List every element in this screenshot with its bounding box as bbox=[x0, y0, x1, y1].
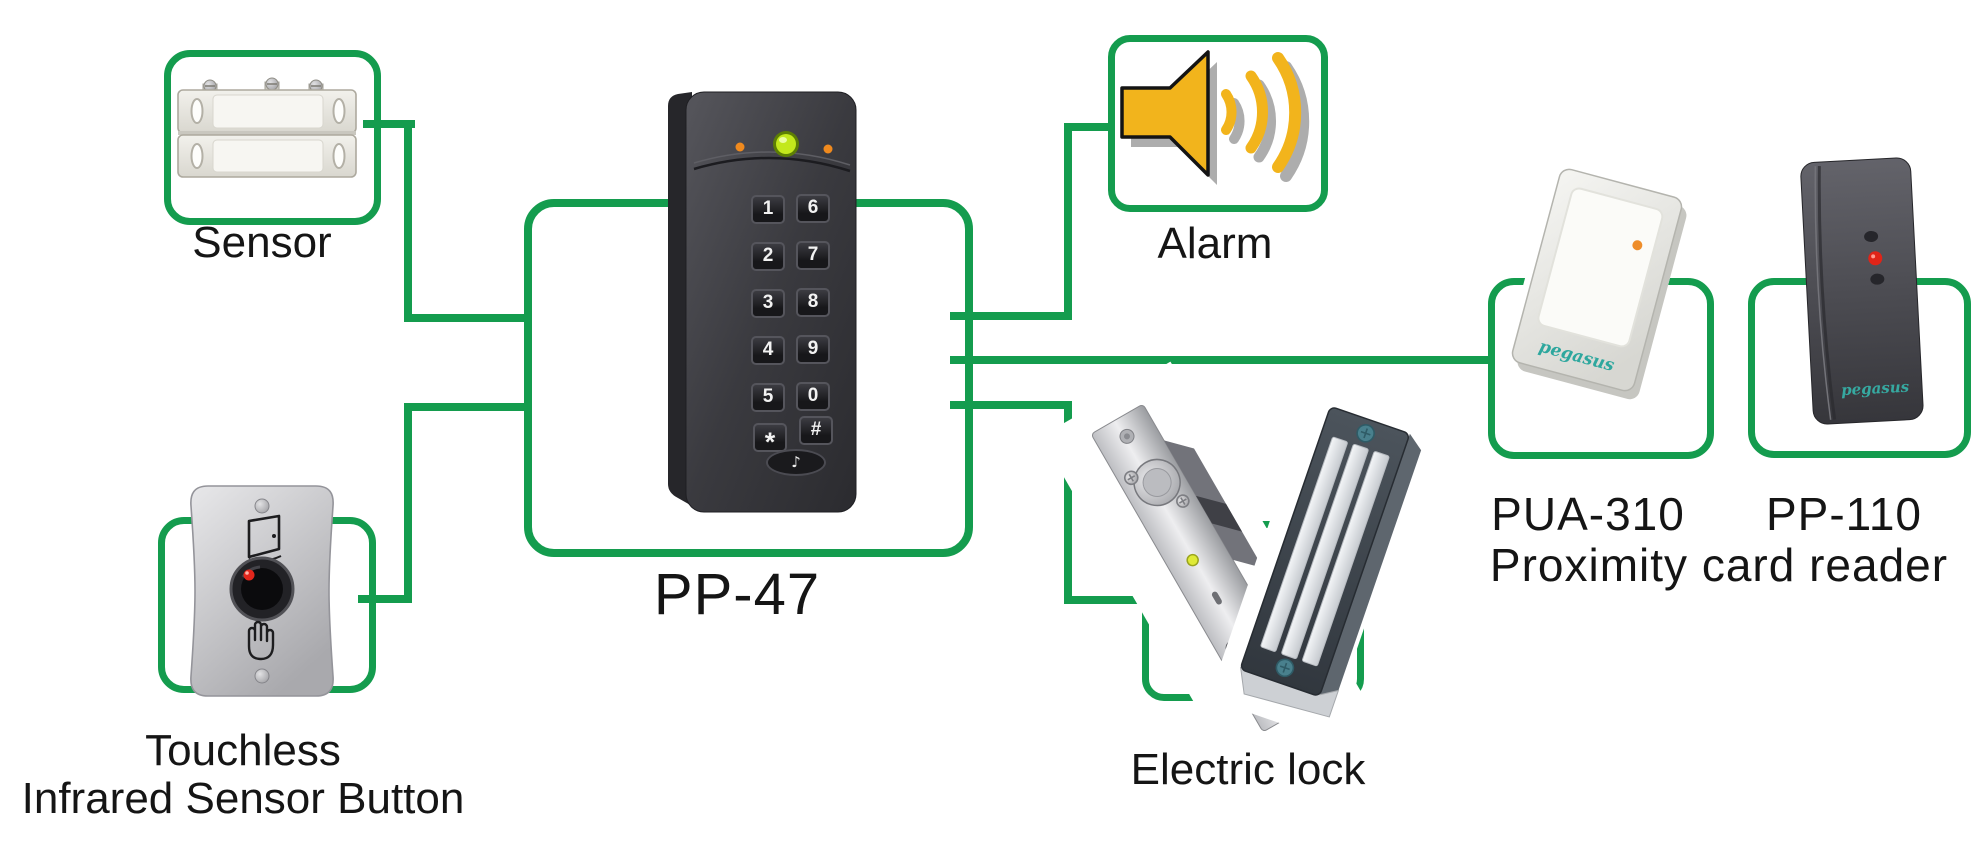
connector-sensor-h1 bbox=[363, 120, 415, 128]
green-led-icon bbox=[773, 131, 799, 157]
keypad-box bbox=[524, 199, 973, 557]
connector-alarm-h2 bbox=[1064, 123, 1114, 131]
alarm-label: Alarm bbox=[1157, 219, 1273, 268]
connector-touchless-h2 bbox=[404, 403, 532, 411]
pua310-label: PUA-310 bbox=[1491, 488, 1685, 540]
connector-lock-h2 bbox=[1064, 596, 1146, 604]
connector-lock-v bbox=[1064, 401, 1072, 604]
connector-alarm-h1 bbox=[950, 312, 1072, 320]
pp110-box bbox=[1748, 278, 1971, 458]
reader-led-icon bbox=[1632, 240, 1643, 251]
connector-sensor-h2 bbox=[404, 314, 532, 322]
pua310-box bbox=[1488, 278, 1714, 459]
orange-led-icon bbox=[735, 142, 745, 152]
bolt-cylinder-icon bbox=[1133, 458, 1181, 507]
alarm-box bbox=[1108, 35, 1328, 212]
electric-lock-label: Electric lock bbox=[1130, 745, 1366, 794]
connector-touchless-h1 bbox=[358, 595, 408, 603]
connector-lock-h1 bbox=[950, 401, 1072, 409]
touchless-label: Touchless Infrared Sensor Button bbox=[3, 727, 483, 822]
keypad-label: PP-47 bbox=[653, 562, 821, 627]
touchless-box bbox=[158, 517, 376, 693]
sensor-box bbox=[164, 50, 381, 225]
proximity-reader-label: Proximity card reader bbox=[1489, 539, 1949, 591]
screw-hole-icon bbox=[254, 498, 270, 514]
connector-sensor-v bbox=[404, 120, 412, 322]
connector-touchless-v bbox=[404, 403, 412, 603]
connector-alarm-v bbox=[1064, 123, 1072, 320]
pp110-label: PP-110 bbox=[1765, 488, 1923, 540]
orange-led-icon bbox=[823, 144, 833, 154]
connector-readers-h bbox=[950, 356, 1492, 364]
touchless-label-line2: Infrared Sensor Button bbox=[21, 773, 465, 823]
electric-lock-box bbox=[1142, 521, 1364, 701]
reader-led-icon bbox=[1868, 251, 1883, 266]
sensor-label: Sensor bbox=[192, 218, 332, 267]
touchless-label-line1: Touchless bbox=[145, 726, 341, 775]
